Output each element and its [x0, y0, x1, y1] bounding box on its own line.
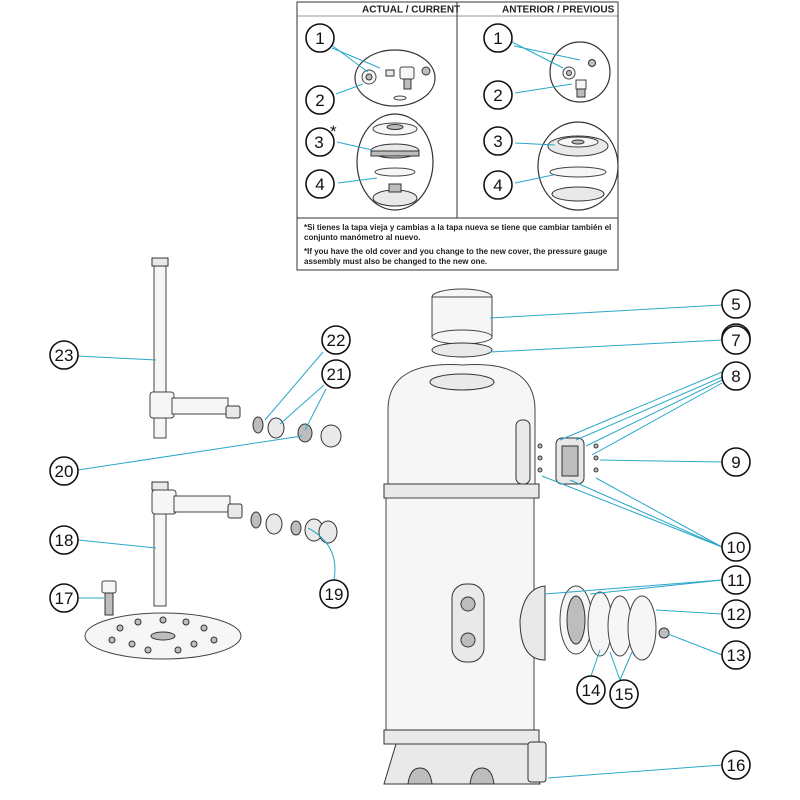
callout-19: 19 — [319, 579, 349, 609]
svg-text:8: 8 — [731, 367, 740, 386]
callout-12: 12 — [721, 599, 751, 629]
actual-gauge-oval — [354, 49, 436, 107]
svg-text:1: 1 — [493, 29, 502, 48]
svg-text:23: 23 — [55, 346, 74, 365]
callout-p2: 2 — [483, 80, 513, 110]
callout-5: 5 — [721, 289, 751, 319]
callout-22: 22 — [321, 325, 351, 355]
svg-text:3: 3 — [493, 132, 502, 151]
callout-8: 8 — [721, 361, 751, 391]
svg-text:4: 4 — [315, 175, 324, 194]
drain-plug-part — [101, 580, 117, 616]
svg-text:14: 14 — [582, 681, 601, 700]
svg-text:22: 22 — [327, 331, 346, 350]
callout-20: 20 — [49, 456, 79, 486]
actual-title: ACTUAL / CURRENT — [362, 5, 460, 16]
callout-p3: 3 — [483, 126, 513, 156]
callout-17: 17 — [49, 583, 79, 613]
svg-text:18: 18 — [55, 531, 74, 550]
right-leaders — [489, 304, 723, 779]
svg-text:21: 21 — [327, 365, 346, 384]
callout-p4: 4 — [483, 170, 513, 200]
note-english: *If you have the old cover and you chang… — [304, 247, 608, 266]
callout-a2: 2 — [305, 85, 335, 115]
svg-text:11: 11 — [727, 571, 745, 590]
callout-10: 10 — [721, 532, 751, 562]
callout-15: 15 — [609, 679, 639, 709]
svg-text:17: 17 — [55, 589, 74, 608]
svg-text:*: * — [330, 122, 337, 141]
previous-title: ANTERIOR / PREVIOUS — [502, 5, 615, 16]
previous-cover-oval — [537, 121, 619, 211]
svg-text:12: 12 — [727, 605, 746, 624]
filter-tank — [383, 364, 546, 785]
svg-text:2: 2 — [493, 86, 502, 105]
svg-text:1: 1 — [315, 29, 324, 48]
inset-leaders — [329, 41, 581, 184]
svg-text:15: 15 — [615, 685, 634, 704]
svg-text:3: 3 — [314, 133, 323, 152]
callout-a1: 1 — [305, 23, 335, 53]
upper-collector-assembly — [149, 257, 342, 448]
callout-seven-main: 7 — [721, 325, 751, 355]
callout-23: 23 — [49, 340, 79, 370]
callout-18: 18 — [49, 525, 79, 555]
callout-11: 11 — [721, 565, 751, 595]
top-diffuser-part — [431, 288, 493, 358]
callout-p1: 1 — [483, 23, 513, 53]
callout-9: 9 — [721, 447, 751, 477]
svg-text:16: 16 — [727, 756, 746, 775]
note-spanish: *Si tienes la tapa vieja y cambias a la … — [304, 223, 612, 242]
lateral-port-parts — [527, 437, 670, 783]
svg-text:5: 5 — [731, 295, 740, 314]
svg-text:2: 2 — [315, 91, 324, 110]
svg-text:4: 4 — [493, 176, 502, 195]
svg-text:7: 7 — [731, 331, 740, 350]
callout-a4: 4 — [305, 169, 335, 199]
actual-cover-oval — [356, 113, 434, 211]
left-leaders — [77, 351, 336, 599]
lower-collector-assembly — [84, 481, 338, 660]
previous-gauge-oval — [549, 41, 611, 103]
callout-14: 14 — [576, 675, 606, 705]
svg-text:19: 19 — [325, 585, 344, 604]
callout-a3: 3* — [305, 122, 337, 157]
callout-21: 21 — [321, 359, 351, 389]
svg-text:20: 20 — [55, 462, 74, 481]
callout-13: 13 — [721, 640, 751, 670]
svg-text:13: 13 — [727, 646, 746, 665]
callout-16: 16 — [721, 750, 751, 780]
svg-text:9: 9 — [731, 453, 740, 472]
svg-text:10: 10 — [727, 538, 746, 557]
